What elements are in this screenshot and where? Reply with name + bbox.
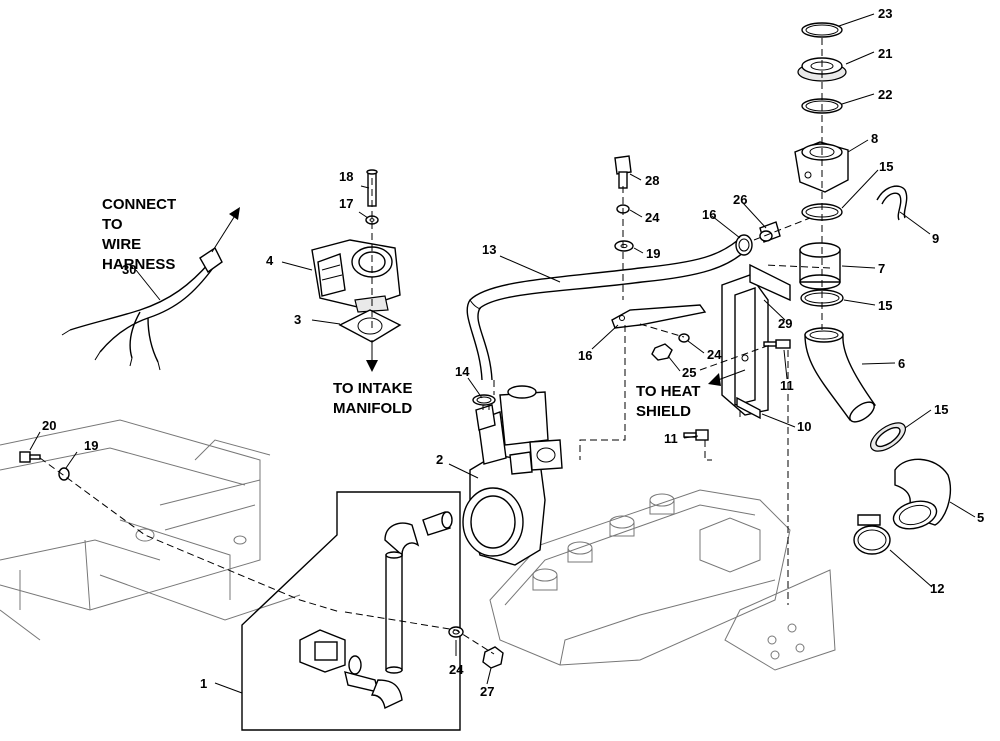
callout-13: 13	[482, 242, 496, 257]
callout-9: 9	[932, 231, 939, 246]
nut-24-mid	[678, 333, 690, 343]
callout-28: 28	[645, 173, 659, 188]
bracket-10	[721, 263, 791, 420]
callout-numbers: 23 21 22 8 15 9 28 26 16 24 19 13 7 15 2…	[42, 6, 984, 699]
callout-12: 12	[930, 581, 944, 596]
callout-26: 26	[733, 192, 747, 207]
callout-8: 8	[871, 131, 878, 146]
sleeve-7	[799, 242, 841, 290]
callout-25: 25	[682, 365, 696, 380]
callout-11-b: 11	[664, 431, 678, 446]
callout-15-b: 15	[878, 298, 892, 313]
svg-text:TO HEAT: TO HEAT	[636, 383, 700, 400]
callout-15-a: 15	[879, 159, 893, 174]
valve-cover	[489, 489, 836, 671]
callout-23: 23	[878, 6, 892, 21]
regulator-assembly-2	[462, 385, 563, 566]
gasket-3	[338, 309, 402, 343]
callout-19-a: 19	[646, 246, 660, 261]
note-intake-manifold: TO INTAKE MANIFOLD	[333, 380, 412, 417]
callout-15-c: 15	[934, 402, 948, 417]
wire-harness-30	[61, 246, 223, 371]
svg-text:TO INTAKE: TO INTAKE	[333, 380, 412, 397]
callout-27: 27	[480, 684, 494, 699]
callout-29: 29	[778, 316, 792, 331]
svg-text:MANIFOLD: MANIFOLD	[333, 400, 412, 417]
callout-24-c: 24	[449, 662, 464, 677]
callout-21: 21	[878, 46, 892, 61]
hose-13	[466, 239, 745, 381]
washer-24-bottom	[448, 626, 464, 638]
clamp-15-low	[870, 422, 906, 452]
note-heat-shield: TO HEAT SHIELD	[636, 383, 700, 420]
callout-10: 10	[797, 419, 811, 434]
bracket-16	[611, 304, 707, 329]
callout-6: 6	[898, 356, 905, 371]
svg-text:HARNESS: HARNESS	[102, 256, 175, 273]
center-lines	[39, 38, 831, 655]
callout-3: 3	[294, 312, 301, 327]
callout-30: 30	[122, 262, 136, 277]
callout-2: 2	[436, 452, 443, 467]
nut-27	[482, 646, 504, 669]
svg-text:SHIELD: SHIELD	[636, 403, 691, 420]
callout-20: 20	[42, 418, 56, 433]
bolt-28	[614, 155, 632, 189]
arrow-intake	[366, 340, 378, 372]
clamp-14	[472, 394, 496, 406]
callout-17: 17	[339, 196, 353, 211]
washer-19-left	[58, 467, 70, 481]
elbow-5	[892, 458, 952, 530]
ring-23	[801, 22, 843, 38]
svg-text:TO: TO	[102, 216, 123, 233]
callout-18: 18	[339, 169, 353, 184]
callout-24-a: 24	[645, 210, 660, 225]
callout-5: 5	[977, 510, 984, 525]
callout-16-a: 16	[702, 207, 716, 222]
washer-19-top	[614, 240, 634, 252]
nut-25	[651, 343, 673, 361]
leader-lines	[29, 13, 976, 694]
callout-24-b: 24	[707, 347, 722, 362]
callout-19-b: 19	[84, 438, 98, 453]
clamp-12	[853, 514, 891, 555]
note-wire-harness: CONNECT TO WIRE HARNESS	[102, 196, 176, 273]
engine-frame	[0, 419, 301, 641]
callout-14: 14	[455, 364, 470, 379]
bolt-20	[19, 451, 41, 463]
svg-text:CONNECT: CONNECT	[102, 196, 176, 213]
arrow-wire-harness	[211, 207, 240, 253]
callout-22: 22	[878, 87, 892, 102]
kit-1-box	[241, 491, 461, 731]
throttle-body-4	[311, 239, 401, 313]
clamp-16-right	[735, 234, 753, 256]
callout-7: 7	[878, 261, 885, 276]
elbow-6	[804, 327, 877, 423]
callout-11-a: 11	[780, 378, 794, 393]
callout-16-b: 16	[578, 348, 592, 363]
svg-text:WIRE: WIRE	[102, 236, 141, 253]
hose-9	[876, 185, 908, 221]
bolt-11	[683, 429, 709, 441]
callout-1: 1	[200, 676, 207, 691]
callout-4: 4	[266, 253, 274, 268]
arrow-heat-shield	[708, 369, 746, 386]
bolt-29	[763, 339, 791, 349]
